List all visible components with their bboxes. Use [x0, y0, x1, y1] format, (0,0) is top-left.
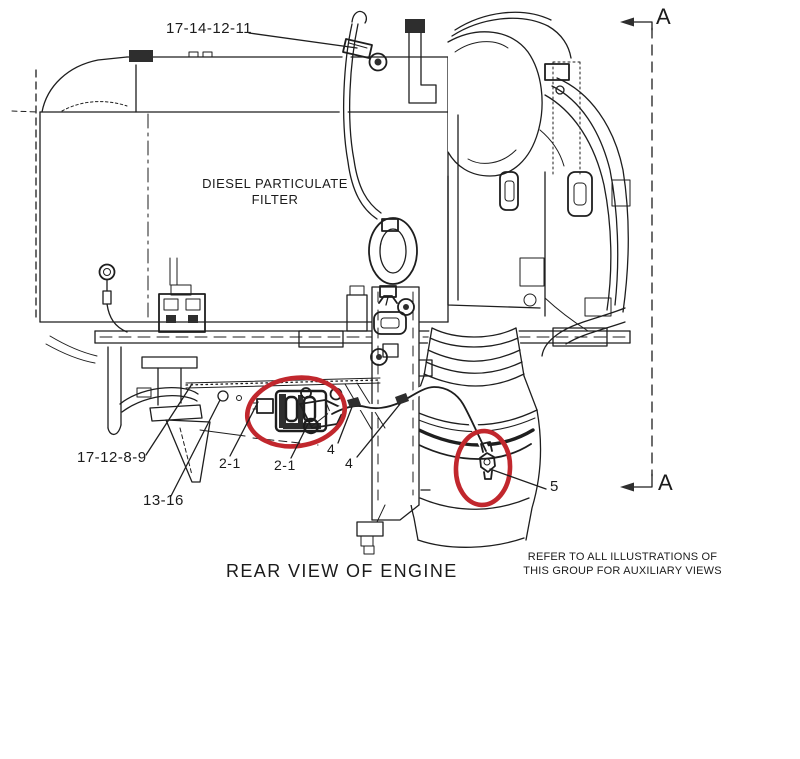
- leader-17-12-8-9: [145, 383, 193, 456]
- leader-4-left: [337, 406, 353, 444]
- section-line-a: [620, 17, 653, 492]
- view-caption: REAR VIEW OF ENGINE: [226, 561, 458, 581]
- dpf-label-line2: FILTER: [251, 192, 299, 207]
- leader-2-1-left: [229, 401, 259, 457]
- exhaust-gas-sensor: [479, 441, 496, 480]
- part-label-nox-module-a: 2-1: [219, 455, 241, 471]
- section-arrow-bottom: [631, 473, 653, 488]
- temperature-probe: [98, 263, 128, 333]
- section-letter-bottom: A: [658, 470, 673, 495]
- annotations: [244, 375, 513, 508]
- harness-clip-left: [347, 397, 361, 408]
- note-line2: THIS GROUP FOR AUXILIARY VIEWS: [523, 564, 722, 577]
- leader-2-1-right: [290, 423, 309, 459]
- leader-5: [489, 468, 547, 490]
- part-label-clip-b: 4: [345, 455, 354, 471]
- note-line1: REFER TO ALL ILLUSTRATIONS OF: [527, 551, 718, 563]
- section-arrow-top: [631, 21, 653, 31]
- exhaust-sensor-harness: [328, 382, 490, 455]
- part-label-harness-clamp: 17-14-12-11: [166, 20, 253, 37]
- leader-17-14-12-11: [248, 32, 358, 49]
- dpf-component-label: DIESEL PARTICULATE FILTER: [185, 176, 365, 208]
- section-letter-top: A: [656, 4, 671, 29]
- left-frame-members: [107, 346, 211, 483]
- mounting-rails: [45, 257, 631, 364]
- highlight-circle-exhaust-sensor: [453, 428, 513, 508]
- sensor-harness-loop: [339, 10, 418, 306]
- auxiliary-views-note: REFER TO ALL ILLUSTRATIONS OF THIS GROUP…: [500, 551, 745, 578]
- leader-lines: [145, 32, 547, 497]
- leader-4-right: [356, 403, 401, 458]
- part-label-frame-group: 17-12-8-9: [77, 449, 147, 466]
- part-label-clip-a: 4: [327, 441, 336, 457]
- section-arrowhead-top-icon: [620, 17, 634, 27]
- highlight-circle-nox-module: [244, 375, 348, 449]
- part-label-nox-module-b: 2-1: [274, 457, 296, 473]
- part-label-exhaust-sensor: 5: [550, 478, 559, 495]
- part-label-grommet: 13-16: [143, 492, 184, 509]
- engine-block: [447, 11, 631, 357]
- dpf-label-line1: DIESEL PARTICULATE: [202, 176, 348, 191]
- section-arrowhead-bottom-icon: [620, 482, 634, 492]
- leader-13-16: [170, 399, 221, 497]
- harness-clip-right: [395, 393, 409, 405]
